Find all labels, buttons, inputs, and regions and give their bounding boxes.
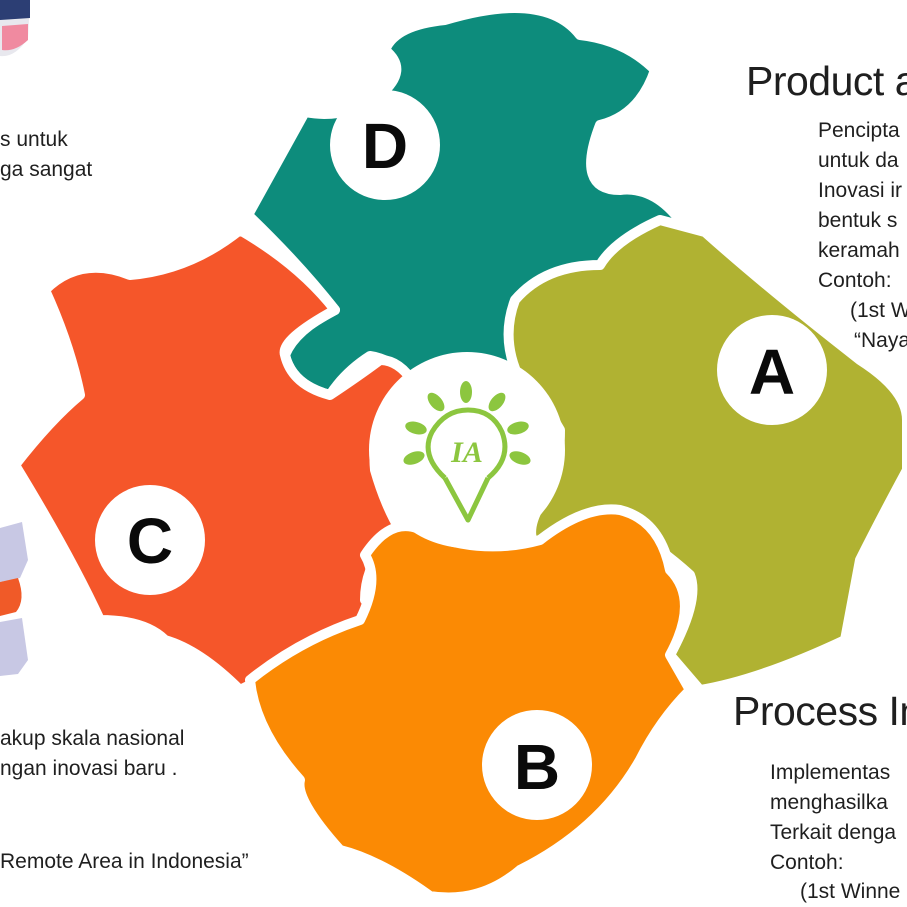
product-line: keramah bbox=[818, 239, 900, 262]
process-line: menghasilka bbox=[770, 791, 888, 814]
left-bottom-line: akup skala nasional bbox=[0, 727, 185, 750]
piece-c-letter: C bbox=[127, 505, 173, 577]
product-line: bentuk s bbox=[818, 209, 898, 232]
logo-background-circle bbox=[369, 352, 565, 548]
product-line: untuk da bbox=[818, 149, 899, 172]
piece-a-letter-hole bbox=[717, 315, 827, 425]
left-top-line: ga sangat bbox=[0, 158, 93, 181]
stacked-blocks-illustration bbox=[0, 522, 28, 676]
left-top-line: s untuk bbox=[0, 128, 68, 151]
left-bottom-line: ngan inovasi baru . bbox=[0, 757, 178, 780]
process-heading: Process In bbox=[733, 688, 907, 734]
piece-b-letter-hole bbox=[482, 710, 592, 820]
product-line: Contoh: bbox=[818, 269, 892, 292]
piece-d-letter-hole bbox=[330, 90, 440, 200]
product-line: Pencipta bbox=[818, 119, 900, 142]
process-line: Contoh: bbox=[770, 851, 844, 874]
product-line: (1st W bbox=[850, 299, 907, 322]
product-heading: Product a bbox=[746, 58, 907, 104]
product-line: “Naya bbox=[854, 329, 907, 352]
process-line: (1st Winne bbox=[800, 880, 901, 903]
piece-d-letter: D bbox=[362, 110, 408, 182]
piece-a-letter: A bbox=[749, 336, 795, 408]
piece-c-letter-hole bbox=[95, 485, 205, 595]
lightbulb-leaves-icon bbox=[403, 381, 531, 523]
cup-illustration bbox=[0, 0, 30, 57]
puzzle-piece-b bbox=[245, 504, 695, 903]
left-bottom-line: Remote Area in Indonesia” bbox=[0, 850, 249, 873]
process-line: Implementas bbox=[770, 761, 891, 784]
process-line: Terkait denga bbox=[770, 821, 897, 844]
center-logo: IA bbox=[369, 352, 565, 548]
piece-b-letter: B bbox=[514, 731, 560, 803]
logo-monogram: IA bbox=[450, 436, 483, 469]
product-line: Inovasi ir bbox=[818, 179, 903, 202]
